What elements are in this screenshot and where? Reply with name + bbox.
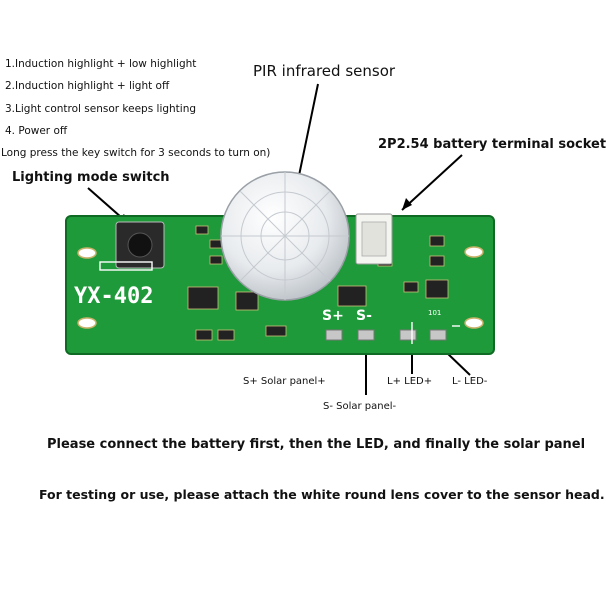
mount-hole-bottom-left <box>77 317 97 329</box>
mount-hole-bottom-right <box>464 317 484 329</box>
led-plus-label: L+ LED+ <box>387 376 433 387</box>
smd-part <box>195 329 213 341</box>
led-minus-leader-line <box>445 351 471 376</box>
pad-led-plus <box>399 329 417 341</box>
pad-s-plus <box>325 329 343 341</box>
led-minus-label: L- LED- <box>452 376 488 387</box>
ic-chip-left <box>187 286 219 310</box>
pir-dome-facets <box>221 172 349 300</box>
smd-part <box>429 255 445 267</box>
pad-s-minus <box>357 329 375 341</box>
pad-s-plus-label: S+ <box>322 308 344 324</box>
mount-hole-top-left <box>77 247 97 259</box>
pad-led-minus <box>429 329 447 341</box>
transistor-left <box>235 291 259 311</box>
pir-leader-line <box>295 83 319 191</box>
solar-plus-label: S+ Solar panel+ <box>243 376 326 387</box>
smd-part <box>217 329 235 341</box>
chip-code-label: 101 <box>428 309 442 317</box>
mode-item-1: 1.Induction highlight + low highlight <box>5 58 197 70</box>
smd-part <box>403 281 419 293</box>
battery-socket-label: 2P2.54 battery terminal socket <box>378 137 606 152</box>
switch-button <box>127 232 153 258</box>
lens-cover-note: For testing or use, please attach the wh… <box>39 487 605 502</box>
smd-part <box>209 239 223 249</box>
mode-switch-label: Lighting mode switch <box>12 170 170 185</box>
ic-chip-right <box>425 279 449 299</box>
wiring-order-note: Please connect the battery first, then t… <box>47 437 586 452</box>
smd-part <box>195 225 209 235</box>
smd-part <box>209 255 223 265</box>
smd-part <box>429 235 445 247</box>
mode-item-2: 2.Induction highlight + light off <box>5 80 170 92</box>
smd-part <box>265 325 287 337</box>
silkscreen-mark <box>99 261 153 271</box>
pad-s-minus-label: S- <box>356 308 372 324</box>
pir-sensor-label: PIR infrared sensor <box>253 62 396 80</box>
mode-item-4: 4. Power off <box>5 125 68 137</box>
mount-hole-top-right <box>464 246 484 258</box>
transistor-right <box>337 285 367 307</box>
board-model-label: YX-402 <box>74 284 154 309</box>
mode-item-5: Long press the key switch for 3 seconds … <box>1 147 271 159</box>
battery-leader-line <box>401 154 463 211</box>
solar-minus-label: S- Solar panel- <box>323 401 397 412</box>
mode-item-3: 3.Light control sensor keeps lighting <box>5 103 197 115</box>
